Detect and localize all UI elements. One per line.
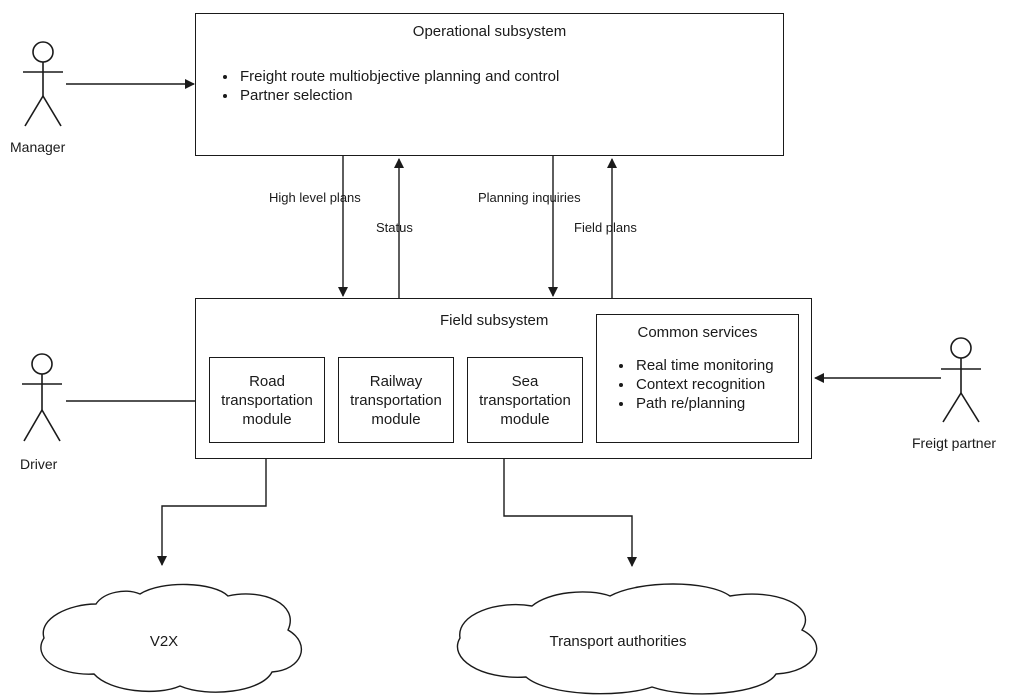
operational-subsystem-title: Operational subsystem [412, 23, 567, 40]
driver-label: Driver [20, 456, 58, 472]
planning-inquiries-label: Planning inquiries [478, 190, 581, 205]
bullet-item: Freight route multiobjective planning an… [238, 67, 559, 86]
common-services-title: Common services [637, 324, 758, 341]
partner-label: Freigt partner [912, 435, 997, 451]
sea-module-box: Sea transportation module [467, 357, 583, 443]
high-level-plans-label: High level plans [269, 190, 361, 205]
v2x-cloud-shape [40, 583, 303, 693]
bullet-item: Context recognition [634, 375, 806, 394]
bullet-item: Real time monitoring [634, 356, 806, 375]
railway-module-label: Railway transportation module [350, 372, 442, 428]
field-subsystem-title: Field subsystem [440, 312, 549, 329]
transport-authorities-label: Transport authorities [549, 633, 687, 650]
road-v2x-connector [157, 438, 271, 566]
bullet-item: Path re/planning [634, 394, 806, 413]
field-authorities-connector [499, 450, 637, 567]
authorities-cloud-shape [456, 583, 818, 695]
status-label: Status [376, 220, 413, 235]
v2x-label: V2X [149, 633, 179, 650]
partner-actor-icon [941, 337, 981, 423]
common-services-box: Common services Real time monitoring Con… [596, 314, 799, 443]
common-services-bullets: Real time monitoring Context recognition… [616, 356, 806, 413]
driver-actor-icon [22, 353, 62, 442]
field-plans-label: Field plans [574, 220, 637, 235]
operational-bullet-list: Freight route multiobjective planning an… [220, 67, 559, 105]
bullet-item: Partner selection [238, 86, 559, 105]
road-module-label: Road transportation module [221, 372, 313, 428]
sea-module-label: Sea transportation module [479, 372, 571, 428]
railway-module-box: Railway transportation module [338, 357, 454, 443]
manager-actor-icon [23, 41, 63, 127]
operational-subsystem-box: Operational subsystem Freight route mult… [195, 13, 784, 156]
road-module-box: Road transportation module [209, 357, 325, 443]
manager-label: Manager [10, 139, 66, 155]
